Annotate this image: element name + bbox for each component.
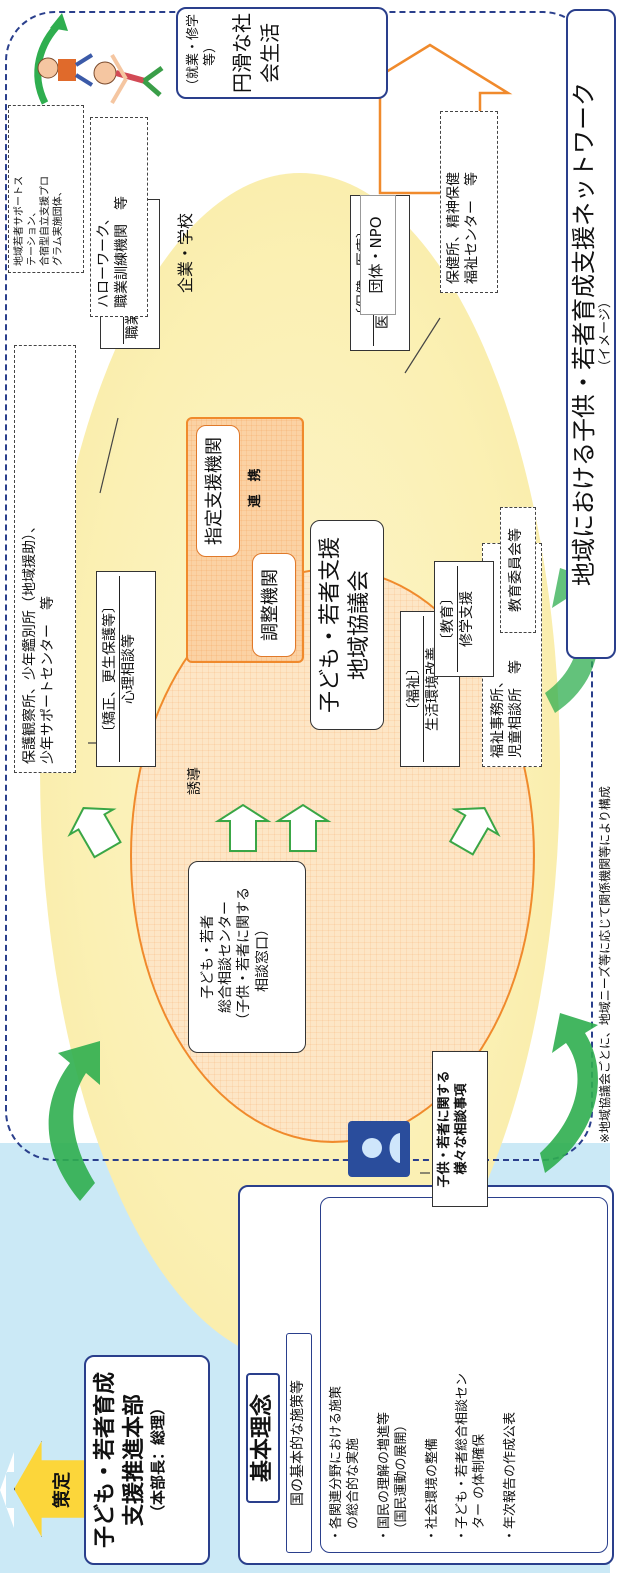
hq-name-line2: 支援推進本部 — [121, 1394, 147, 1527]
consultation-matters-line1: 子供・若者に関する — [437, 1070, 452, 1188]
green-arrow-top — [48, 1041, 100, 1201]
employment-orgs-line2: 職業訓練機関 等 — [114, 196, 131, 308]
employment-orgs-small-box: 地域若者サポートス テーション、 合宿型自立支援プロ グラム実施団体、 — [8, 105, 84, 273]
employment-orgs-line1: ハローワーク、 — [96, 211, 112, 308]
council-box: 子ども・若者支援 地域協議会 — [310, 520, 384, 730]
employment-small-line2: テーション、 — [27, 206, 38, 266]
measure-item-1b: の総合的な実施 — [345, 1437, 361, 1542]
guidance-label: 誘導 — [187, 767, 203, 795]
measures-list: ・各関連分野における施策 の総合的な実施 ・国民の理解の増進等 （国民運動の展開… — [320, 1197, 608, 1553]
headquarters-box: 子ども・若者育成 支援推進本部 （本部長：総理） — [84, 1355, 210, 1565]
education-orgs-label: 教育委員会等 — [508, 528, 524, 612]
health-orgs-line1: 保健所、精神保健 — [446, 172, 462, 284]
principles-box: 基本理念 国の基本的な施策等 ・各関連分野における施策 の総合的な実施 ・国民の… — [238, 1185, 614, 1565]
formulate-label: 策定 — [52, 1472, 73, 1508]
general-center-box: 子ども・若者 総合相談センター （子供・若者に関する 相談窓口） — [188, 861, 306, 1053]
measure-item-4b: ター の体制確保 — [472, 1433, 488, 1542]
health-orgs-line2: 福祉センター 等 — [464, 172, 481, 284]
goal-box: （就業・修学等） 円滑な社会生活 — [176, 7, 388, 99]
hq-name-line3: （本部長：総理） — [149, 1400, 168, 1521]
measure-item-5: ・年次報告の作成公表 — [503, 1411, 519, 1542]
measure-item-3: ・社会環境の整備 — [424, 1437, 440, 1542]
title-sub: （イメージ） — [598, 295, 613, 373]
employment-orgs-box: ハローワーク、 職業訓練機関 等 — [90, 117, 148, 317]
principles-title-text: 基本理念 — [250, 1394, 275, 1483]
hq-name-line1: 子ども・若者育成 — [93, 1372, 118, 1549]
climbing-person-icon — [34, 13, 94, 105]
npo-box: 団体・NPO — [360, 195, 396, 315]
measures-title: 国の基本的な施策等 — [286, 1333, 312, 1553]
goal-line1: （就業・修学等） — [186, 14, 218, 93]
guidance-arrows — [67, 803, 501, 859]
coordination-agency-label: 調整機関 — [260, 569, 281, 641]
companies-label: 企業・学校 — [176, 212, 195, 293]
center-line3: （子供・若者に関する — [236, 887, 253, 1027]
title-main: 地域における子供・若者育成支援ネットワーク — [570, 82, 598, 586]
green-arrow-bottom — [540, 1013, 598, 1173]
measure-item-2a: ・国民の理解の増進等 — [376, 1411, 392, 1542]
designated-agency-label: 指定支援機関 — [204, 437, 225, 545]
phone-consultation-icon — [348, 1121, 410, 1177]
correction-orgs-line2: 少年サポートセンター 等 — [40, 596, 57, 764]
center-line4: 相談窓口） — [254, 922, 271, 992]
title-banner: 地域における子供・若者育成支援ネットワーク （イメージ） — [566, 9, 616, 659]
center-line2: 総合相談センター — [218, 901, 235, 1013]
education-box: 〔教育〕 修学支援 — [434, 561, 494, 677]
measure-item-1a: ・各関連分野における施策 — [329, 1385, 344, 1542]
correction-tag: 〔矯正、更生保護等〕 — [101, 576, 121, 762]
education-orgs-box: 教育委員会等 — [500, 507, 536, 633]
measure-item-4a: ・子ども・若者総合相談セン — [455, 1372, 471, 1542]
jumping-person-icon — [93, 53, 164, 105]
employment-small-line1: 地域若者サポートス — [14, 176, 25, 266]
welfare-tag: 〔福祉〕 — [405, 616, 425, 762]
measures-title-text: 国の基本的な施策等 — [290, 1380, 306, 1506]
council-name-line2: 地域協議会 — [346, 570, 372, 681]
correction-orgs-box: 保護観察所、少年鑑別所（地域援助）、 少年サポートセンター 等 — [14, 345, 76, 773]
coordination-agency-box: 調整機関 — [252, 553, 296, 657]
correction-box: 〔矯正、更生保護等〕 心理相談等 — [96, 571, 156, 767]
correction-content: 心理相談等 — [121, 634, 138, 704]
employment-small-line4: グラム実施団体、 — [53, 186, 64, 266]
npo-label: 団体・NPO — [367, 216, 385, 294]
education-tag: 〔教育〕 — [439, 566, 459, 672]
consultation-matters-box: 子供・若者に関する 様々な相談事項 — [432, 1051, 488, 1207]
footnote: ※地域協議会ごとに、地域ニーズ等に応じて関係機関等により構成 — [598, 786, 612, 1143]
center-line1: 子ども・若者 — [200, 915, 216, 999]
education-content: 修学支援 — [459, 591, 476, 647]
measure-item-2b: （国民運動の展開） — [393, 1418, 409, 1542]
health-orgs-box: 保健所、精神保健 福祉センター 等 — [440, 111, 498, 293]
correction-orgs-line1: 保護観察所、少年鑑別所（地域援助）、 — [22, 519, 38, 764]
cooperation-label: 連 携 — [248, 468, 263, 508]
consultation-matters-line2: 様々な相談事項 — [453, 1083, 469, 1175]
designated-agency-box: 指定支援機関 — [196, 425, 240, 557]
principles-title: 基本理念 — [246, 1373, 280, 1503]
formulate-arrow — [0, 1452, 14, 1528]
council-name-line1: 子ども・若者支援 — [318, 537, 343, 714]
employment-small-line3: 合宿型自立支援プロ — [40, 176, 51, 266]
goal-line2: 円滑な社会生活 — [229, 13, 282, 93]
